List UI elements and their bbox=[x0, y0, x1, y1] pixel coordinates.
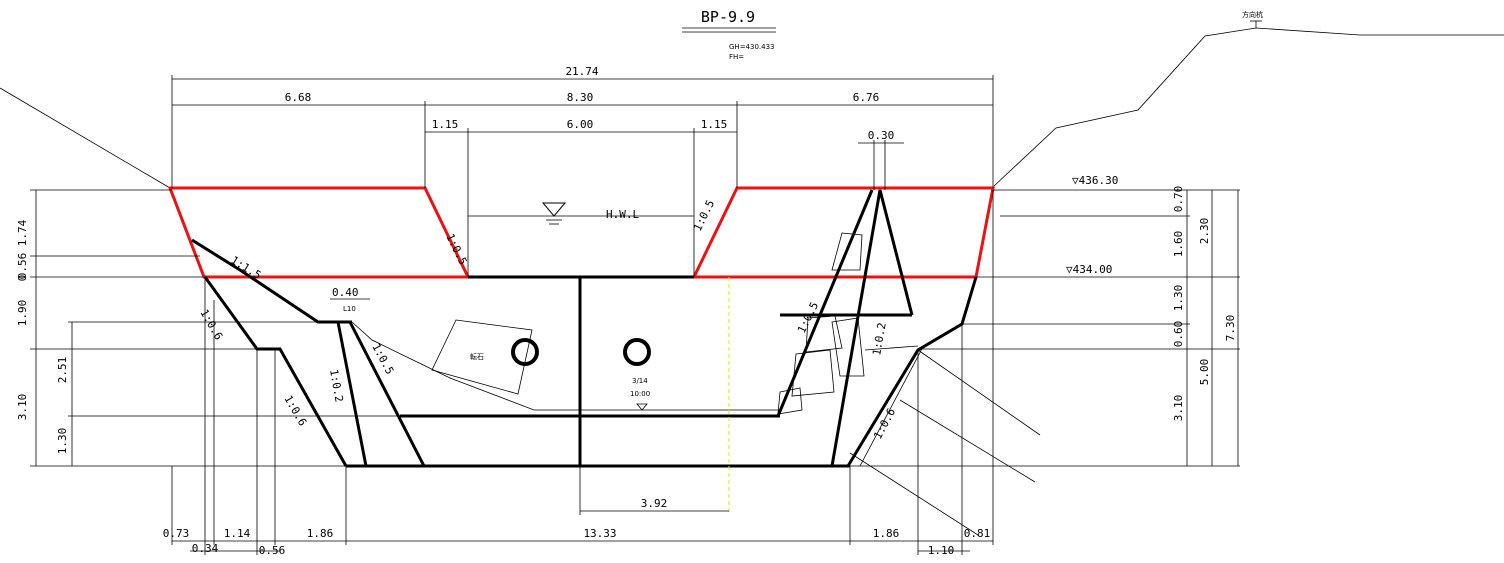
dim-inner-mid: 6.00 bbox=[567, 118, 594, 131]
ground-hatch-right bbox=[1137, 35, 1206, 111]
dim-left-3: 0 bbox=[16, 275, 29, 282]
dim-left-5: 2.51 bbox=[56, 357, 69, 384]
elevation-434: ▽434.00 bbox=[1066, 263, 1112, 276]
pipe-left bbox=[511, 338, 539, 366]
dim-bottom-7: 0.34 bbox=[192, 542, 219, 555]
dim-left: 6.68 bbox=[285, 91, 312, 104]
left-inner-wall-b bbox=[348, 321, 426, 467]
ground-line-right bbox=[993, 27, 1504, 187]
section-title: BP-9.9 bbox=[701, 8, 755, 26]
dim-right-4: 1.30 bbox=[1172, 285, 1185, 312]
slope-label-1: 1:0.5 bbox=[443, 232, 469, 267]
dim-bottom-6: 0.81 bbox=[964, 527, 991, 540]
dim-right-3: 2.30 bbox=[1198, 218, 1211, 245]
dim-bottom-8: 0.56 bbox=[259, 544, 286, 557]
direction-stake-label: 方向杭 bbox=[1242, 10, 1263, 19]
dim-right-5: 0.60 bbox=[1172, 321, 1185, 348]
slope-label-7: 1:0.5 bbox=[369, 341, 396, 376]
boulder-4 bbox=[791, 349, 835, 397]
right-outer-wall bbox=[846, 276, 978, 467]
boulder-center bbox=[431, 319, 533, 395]
dim-bottom-9: 1.10 bbox=[928, 544, 955, 557]
right-outer-wall-face bbox=[859, 344, 925, 467]
dim-right-2: 1.60 bbox=[1172, 231, 1185, 258]
water-note-time: 10:00 bbox=[630, 390, 650, 398]
dim-bottom-1: 0.73 bbox=[163, 527, 190, 540]
dim-inner-left: 1.15 bbox=[432, 118, 459, 131]
dim-right: 6.76 bbox=[853, 91, 880, 104]
dim-right-1: 0.70 bbox=[1172, 186, 1185, 213]
boulder-label: 転石 bbox=[470, 353, 484, 361]
dim-left-2: 0.56 bbox=[16, 253, 29, 280]
red-left-outline bbox=[167, 186, 471, 279]
dim-left-1: 1.74 bbox=[16, 219, 29, 246]
dim-right-7: 7.30 bbox=[1224, 315, 1237, 342]
right-inner-wall-b bbox=[830, 189, 914, 467]
left-lower-wall bbox=[203, 276, 348, 467]
dim-right-8: 3.10 bbox=[1172, 395, 1185, 422]
anchor-line-3 bbox=[849, 452, 979, 536]
dim-right-6: 5.00 bbox=[1198, 359, 1211, 386]
dim-total: 21.74 bbox=[565, 65, 598, 78]
anchor-line-1 bbox=[917, 349, 1041, 436]
left-upper-wall bbox=[191, 238, 352, 324]
dim-bottom-4: 13.33 bbox=[583, 527, 616, 540]
dim-inner-right: 1.15 bbox=[701, 118, 728, 131]
hwl-label: H.W.L bbox=[606, 208, 639, 221]
slope-label-2: 1:0.5 bbox=[691, 198, 717, 233]
left-inner-wall-a bbox=[336, 321, 368, 467]
water-level-marker bbox=[636, 403, 648, 411]
dim-center: 3.92 bbox=[641, 497, 668, 510]
right-inner-wall-a bbox=[776, 189, 874, 417]
dim-left-7: 1.30 bbox=[56, 428, 69, 455]
small-dim-040: 0.40 bbox=[332, 286, 359, 299]
anchor-line-2 bbox=[899, 399, 1036, 483]
right-step bbox=[864, 345, 919, 351]
dim-bottom-3: 1.86 bbox=[307, 527, 334, 540]
dim-bottom-5: 1.86 bbox=[873, 527, 900, 540]
small-label-l10: L10 bbox=[343, 305, 356, 313]
dim-bottom-2: 1.14 bbox=[224, 527, 251, 540]
dim-middle: 8.30 bbox=[567, 91, 594, 104]
ground-height-text: GH=430.433 bbox=[729, 43, 775, 51]
red-right-outline bbox=[691, 186, 995, 279]
formation-height-text: FH= bbox=[729, 53, 744, 61]
pipe-right bbox=[623, 338, 651, 366]
elevation-436: ▽436.30 bbox=[1072, 174, 1118, 187]
ground-line-left bbox=[0, 87, 171, 189]
boulder-2 bbox=[805, 315, 843, 353]
existing-riverbed bbox=[351, 321, 780, 411]
boulder-1 bbox=[831, 232, 863, 271]
slope-label-9: 1:0.2 bbox=[870, 322, 889, 357]
boulder-3 bbox=[831, 317, 865, 377]
dim-left-4: 1.90 bbox=[16, 300, 29, 327]
boulder-5 bbox=[777, 387, 803, 415]
slope-label-5: 1:0.6 bbox=[281, 393, 309, 428]
water-note-date: 3/14 bbox=[632, 377, 648, 385]
slope-label-6: 1:0.2 bbox=[327, 368, 346, 403]
dim-left-6: 3.10 bbox=[16, 394, 29, 421]
slope-label-4: 1:0.6 bbox=[197, 307, 225, 342]
hwl-triangle bbox=[541, 202, 567, 217]
dim-right-small: 0.30 bbox=[868, 129, 895, 142]
